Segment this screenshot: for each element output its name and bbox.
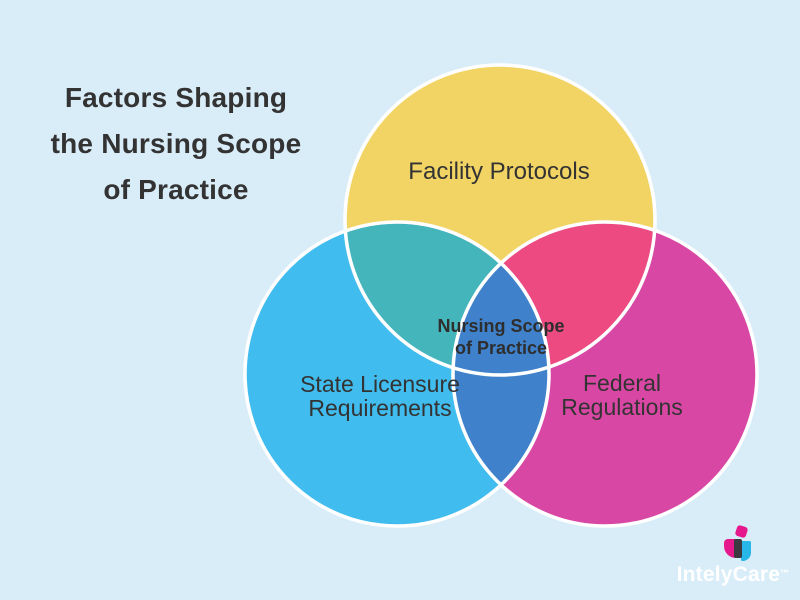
circle-outlines <box>243 63 759 528</box>
state-licensure-label: State Licensure Requirements <box>300 371 460 421</box>
facility-protocols-label: Facility Protocols <box>408 158 590 185</box>
federal-regulations-label: Federal Regulations <box>561 370 683 420</box>
center-overlap-label: Nursing Scope of Practice <box>437 316 565 358</box>
state-licensure-outline <box>243 220 551 528</box>
intelycare-logo-text: IntelyCare™ <box>670 563 796 587</box>
logo-hook-shape <box>741 541 751 561</box>
logo-wordmark: IntelyCare <box>676 563 781 586</box>
logo-dot-shape <box>734 524 749 539</box>
logo-bar-shape <box>734 539 742 558</box>
intelycare-logo-mark-icon <box>721 524 751 562</box>
intelycare-logo: IntelyCare™ <box>670 524 796 587</box>
trademark-symbol: ™ <box>780 568 790 578</box>
facility-protocols-outline <box>343 63 657 377</box>
page-title: Factors Shaping the Nursing Scope of Pra… <box>50 82 302 205</box>
federal-regulations-outline <box>451 220 759 528</box>
